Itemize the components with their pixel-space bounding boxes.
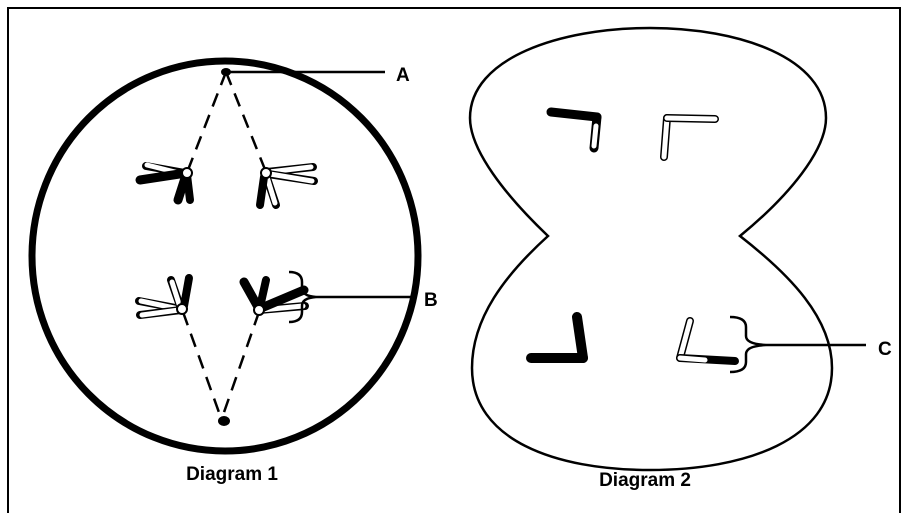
chromosome-group-lower-right xyxy=(244,280,305,315)
dividing-cell-membrane xyxy=(470,28,832,470)
chromosome-group-upper-right xyxy=(260,167,314,205)
diagram-1 xyxy=(32,61,418,451)
diagram-2 xyxy=(470,28,866,470)
chromosome-lower-left xyxy=(531,317,583,358)
chromosome-upper-left xyxy=(551,112,597,148)
chromosome-upper-right xyxy=(664,118,715,157)
cell-membrane-1 xyxy=(32,61,418,451)
chromosome-group-upper-left xyxy=(140,165,192,200)
chromosome-lower-right xyxy=(680,321,735,361)
chromosome-group-lower-left xyxy=(139,278,189,315)
label-a: A xyxy=(396,65,410,86)
label-c: C xyxy=(878,339,892,360)
label-b: B xyxy=(424,290,438,311)
caption-diagram-2: Diagram 2 xyxy=(599,470,691,491)
spindle-fibers xyxy=(183,72,266,418)
caption-diagram-1: Diagram 1 xyxy=(186,464,278,485)
centriole-bottom xyxy=(218,416,230,426)
